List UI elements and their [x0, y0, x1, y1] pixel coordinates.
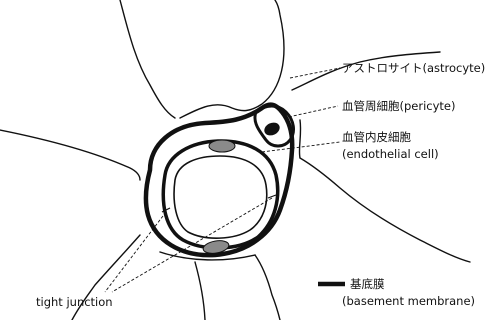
leader-pericyte: [284, 106, 338, 118]
astrocyte-foot-upper: [180, 0, 284, 118]
leader-tight-junction-left: [105, 212, 166, 292]
astrocyte-process-bottom: [195, 262, 205, 320]
lumen-outline: [174, 156, 267, 238]
astrocyte-foot-right: [299, 120, 300, 158]
label-pericyte: 血管周細胞(pericyte): [342, 99, 455, 113]
leader-astrocyte: [290, 68, 340, 78]
pericyte-nucleus: [262, 120, 282, 138]
label-tight-junction: tight junction: [36, 295, 113, 309]
label-basement-ja: 基底膜: [350, 277, 385, 291]
lumen: [174, 156, 267, 238]
label-endothelial-ja: 血管内皮細胞: [342, 130, 411, 144]
tight-junction-right: [268, 195, 276, 198]
endothelial-nucleus-top: [209, 140, 235, 152]
astrocyte-process-right-middle: [300, 158, 470, 262]
label-basement-en: (basement membrane): [342, 294, 475, 308]
label-astrocyte: アストロサイト(astrocyte): [342, 61, 485, 75]
astrocyte-process-top-left: [120, 0, 175, 118]
astrocyte-process-left: [0, 130, 140, 180]
tight-junction-marks: [162, 195, 276, 212]
astrocyte-process-bottom-right: [255, 255, 280, 320]
endothelial-outer: [163, 141, 277, 248]
leader-endothelial: [262, 142, 340, 152]
label-endothelial-en: (endothelial cell): [342, 147, 439, 161]
endothelial-wall: [163, 141, 277, 248]
